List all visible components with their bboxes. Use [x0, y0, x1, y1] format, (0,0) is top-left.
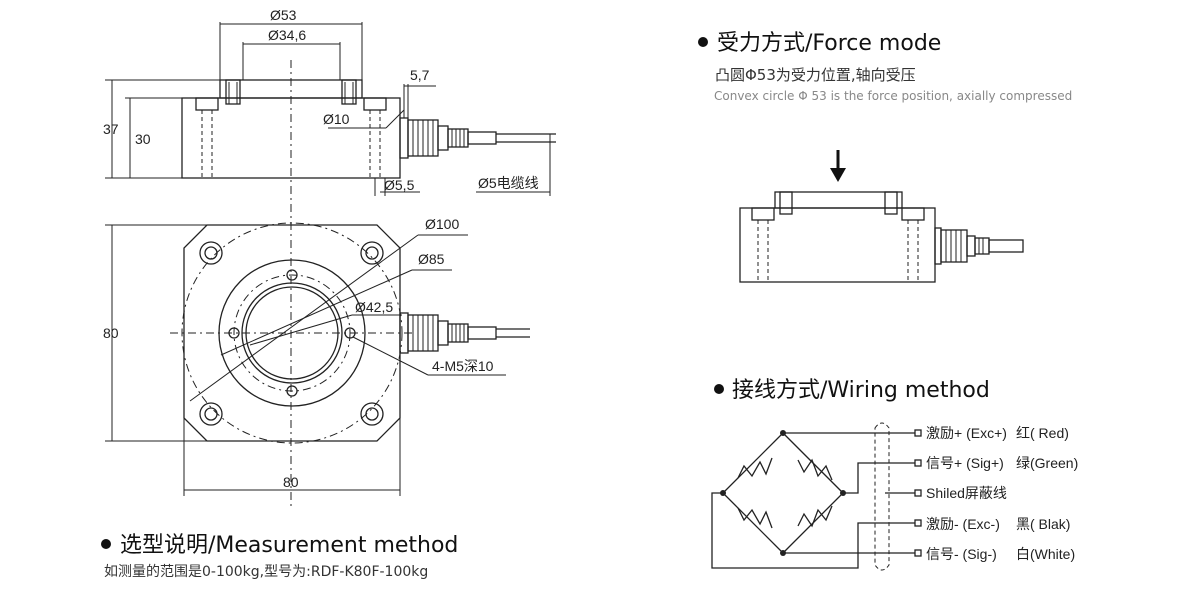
wire-label-exc-plus: 激励+ (Exc+) [926, 425, 1007, 441]
wire-label-exc-minus: 激励- (Exc-) [926, 516, 1000, 532]
dim-d10: Ø10 [323, 111, 350, 127]
dim-m5: 4-M5深10 [432, 358, 494, 374]
wiring-diagram: 激励+ (Exc+) 红( Red) 信号+ (Sig+) 绿(Green) S… [711, 422, 1078, 571]
wire-label-sig-minus: 信号- (Sig-) [926, 546, 997, 562]
dim-d100: Ø100 [425, 216, 459, 232]
wire-color-red: 红( Red) [1016, 425, 1069, 441]
bullet-dot [714, 384, 724, 394]
dim-d53: Ø53 [270, 7, 297, 23]
wire-color-black: 黑( Blak) [1016, 516, 1070, 532]
dim-d42-5: Ø42,5 [355, 299, 393, 315]
force-desc-cn: 凸圆Φ53为受力位置,轴向受压 [715, 66, 916, 84]
arrow-down-icon [830, 168, 846, 182]
dim-cable: Ø5电缆线 [478, 175, 539, 191]
dim-5-7: 5,7 [410, 67, 430, 83]
bullet-dot [101, 539, 111, 549]
wiring-title: 接线方式/Wiring method [732, 378, 990, 403]
force-diagram [739, 150, 1024, 283]
measurement-desc: 如测量的范围是0-100kg,型号为:RDF-K80F-100kg [104, 563, 428, 580]
top-view: Ø100 Ø85 Ø42,5 4-M5深10 80 80 [103, 216, 530, 496]
dim-d5-5: Ø5,5 [384, 177, 415, 193]
dim-d85: Ø85 [418, 251, 445, 267]
dim-side-80: 80 [103, 325, 119, 341]
bullet-dot [698, 37, 708, 47]
side-view: Ø53 Ø34,6 37 30 [103, 7, 556, 510]
measurement-title: 选型说明/Measurement method [120, 533, 458, 558]
wire-color-white: 白(White) [1016, 546, 1075, 562]
dim-h37: 37 [103, 121, 119, 137]
force-title: 受力方式/Force mode [717, 31, 941, 56]
dim-d34-6: Ø34,6 [268, 27, 306, 43]
wire-label-shield: Shiled屏蔽线 [926, 485, 1007, 501]
wire-color-green: 绿(Green) [1016, 455, 1078, 471]
dim-bottom-80: 80 [283, 474, 299, 490]
force-desc-en: Convex circle Φ 53 is the force position… [714, 89, 1072, 103]
dim-h30: 30 [135, 131, 151, 147]
wire-label-sig-plus: 信号+ (Sig+) [926, 455, 1004, 471]
